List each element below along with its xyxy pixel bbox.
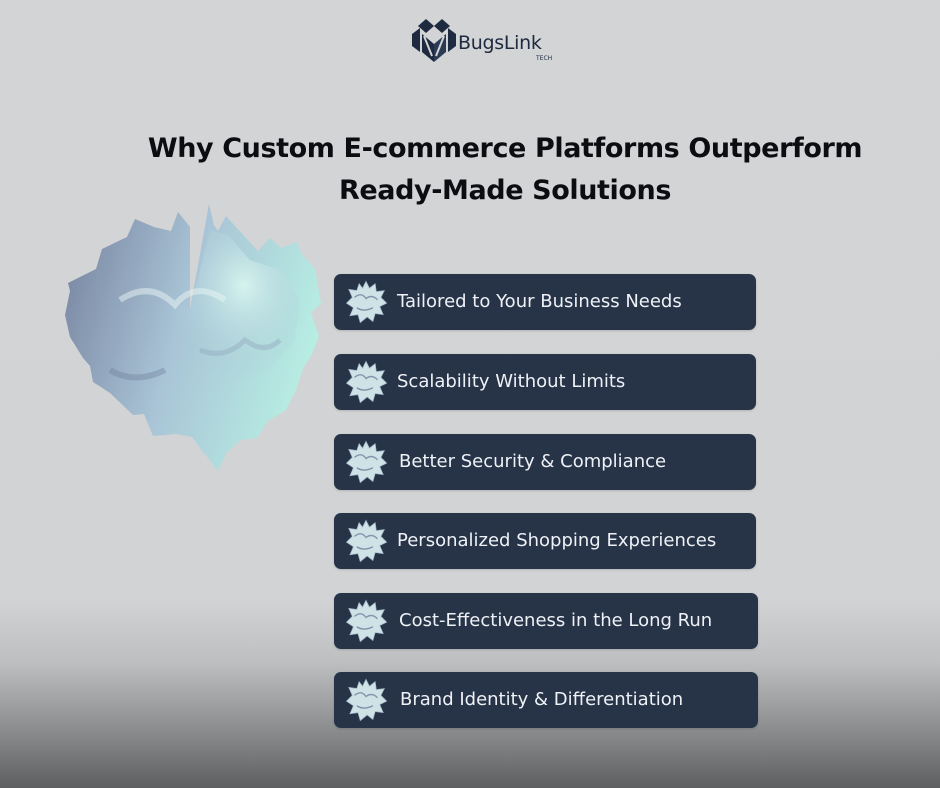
blob-icon bbox=[345, 678, 388, 722]
benefit-label: Better Security & Compliance bbox=[399, 451, 667, 472]
benefit-item-personalized: Personalized Shopping Experiences bbox=[334, 513, 756, 569]
benefit-label: Tailored to Your Business Needs bbox=[397, 291, 682, 312]
benefit-item-security: Better Security & Compliance bbox=[334, 434, 756, 490]
blob-icon bbox=[345, 519, 388, 563]
page-title: Why Custom E-commerce Platforms Outperfo… bbox=[120, 128, 890, 212]
title-line-2: Ready-Made Solutions bbox=[338, 175, 672, 206]
title-line-1: Why Custom E-commerce Platforms Outperfo… bbox=[147, 133, 863, 164]
bugslink-logo-icon bbox=[412, 19, 456, 62]
benefit-item-scalability: Scalability Without Limits bbox=[334, 354, 756, 410]
abstract-blob-illustration bbox=[65, 204, 321, 471]
brand-name: BugsLink bbox=[458, 32, 542, 54]
benefit-item-brand: Brand Identity & Differentiation bbox=[334, 672, 758, 728]
blob-icon bbox=[345, 440, 388, 484]
blob-icon bbox=[345, 360, 388, 404]
benefit-label: Cost-Effectiveness in the Long Run bbox=[399, 610, 713, 631]
benefit-label: Personalized Shopping Experiences bbox=[397, 530, 717, 551]
blob-icon bbox=[345, 599, 388, 643]
blob-icon bbox=[345, 280, 388, 324]
benefit-label: Brand Identity & Differentiation bbox=[400, 689, 684, 710]
benefit-label: Scalability Without Limits bbox=[397, 371, 626, 392]
brand-subtitle: TECH bbox=[536, 55, 553, 62]
benefit-item-cost: Cost-Effectiveness in the Long Run bbox=[334, 593, 758, 649]
benefit-item-tailored: Tailored to Your Business Needs bbox=[334, 274, 756, 330]
brand-logo: BugsLink TECH bbox=[412, 18, 552, 64]
